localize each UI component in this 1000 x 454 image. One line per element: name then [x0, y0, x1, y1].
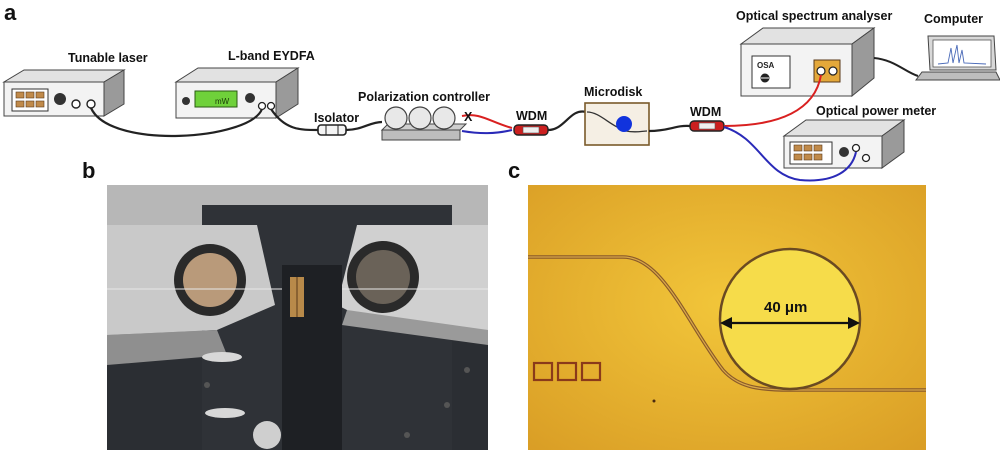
computer-label: Computer [924, 12, 984, 26]
pc-crossover-marker: X [464, 110, 473, 124]
osa-panel-text: OSA [757, 61, 775, 70]
fiber-wdm-to-microdisk [547, 110, 587, 132]
fiber-edfa-to-isolator [270, 108, 319, 132]
polarization-controller-label: Polarization controller [358, 90, 490, 104]
panel-a-label: a [4, 0, 17, 25]
photo-illustration [107, 185, 488, 450]
fiber-pc-red [461, 114, 513, 129]
isolator-label: Isolator [314, 111, 360, 125]
fiber-wdm-to-osa-red [723, 74, 822, 127]
microdisk-device [584, 102, 650, 146]
power-meter-device [782, 119, 906, 169]
microdisk-label: Microdisk [584, 85, 643, 99]
setup-photograph [107, 185, 488, 450]
cable-osa-to-computer [873, 57, 919, 77]
wdm-left-device [513, 124, 549, 136]
edfa-device: mW [174, 67, 300, 119]
wdm-left-label: WDM [516, 109, 548, 123]
osa-label: Optical spectrum analyser [736, 9, 893, 23]
edfa-label: L-band EYDFA [228, 49, 315, 63]
fiber-wdm-to-powermeter-blue [723, 126, 857, 182]
diameter-label: 40 μm [764, 299, 808, 316]
panel-b-label: b [82, 158, 96, 183]
polarization-controller-device [380, 106, 468, 141]
setup-diagram: mW [2, 27, 1000, 182]
fiber-pc-blue [461, 129, 513, 135]
microdisk-disk [718, 247, 862, 391]
fiber-isolator-to-pc [345, 120, 383, 132]
osa-device: OSA [739, 27, 876, 98]
fiber-laser-to-edfa [89, 107, 264, 138]
tunable-laser-label: Tunable laser [68, 51, 148, 65]
micrograph-illustration [528, 185, 926, 450]
computer-device [915, 35, 1000, 81]
wdm-right-device [689, 120, 725, 132]
fiber-microdisk-to-wdm [648, 124, 691, 133]
isolator-device [317, 124, 347, 136]
power-meter-label: Optical power meter [816, 104, 937, 118]
panel-c-label: c [508, 158, 521, 183]
micrograph: 40 μm [528, 185, 926, 450]
edfa-display-text: mW [215, 97, 230, 106]
tunable-laser-device [2, 69, 126, 117]
wdm-right-label: WDM [690, 105, 722, 119]
